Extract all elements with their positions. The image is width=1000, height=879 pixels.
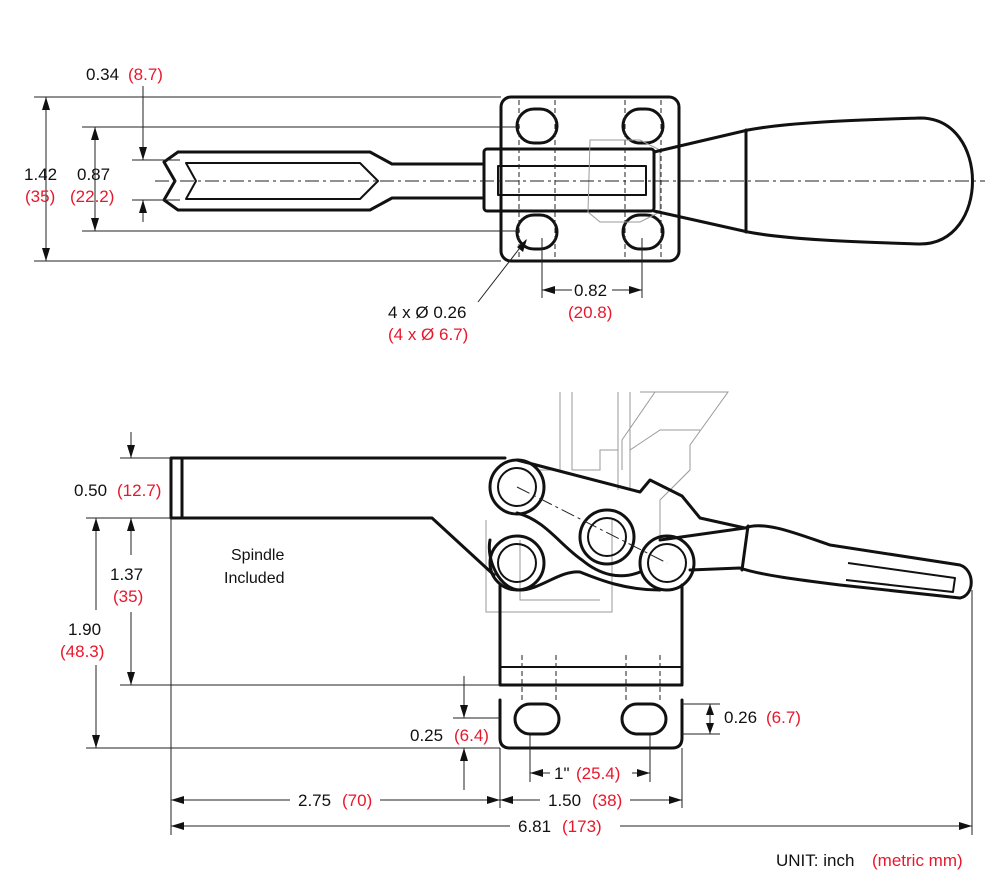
dim-hole-pitch-inch: 1" xyxy=(554,764,570,783)
handle-grip-line-side xyxy=(740,524,750,572)
clamp-arm xyxy=(169,456,507,577)
handle-top xyxy=(652,116,974,246)
pivot-bottom-right xyxy=(638,534,696,592)
side-view: 0.50 (12.7) 1.37 (35) 1.90 (48.3) Spindl… xyxy=(60,391,973,836)
dim-base-height-metric: (35) xyxy=(25,187,55,206)
base-foot xyxy=(498,698,684,750)
dim-base-length-inch: 1.50 xyxy=(548,791,581,810)
mount-hole-tr xyxy=(621,107,665,145)
dim-total-height-metric: (48.3) xyxy=(60,642,104,661)
dim-reach-metric: (70) xyxy=(342,791,372,810)
dim-spindle-height-inch: 1.37 xyxy=(110,565,143,584)
pivot-bottom-left-inner xyxy=(497,543,537,583)
dim-hole-spacing-metric: (20.8) xyxy=(568,303,612,322)
dim-overall-length-inch: 6.81 xyxy=(518,817,551,836)
dim-base-length-metric: (38) xyxy=(592,791,622,810)
dim-base-thickness-inch: 0.25 xyxy=(410,726,443,745)
mount-hole-tl xyxy=(515,107,559,145)
pivot-bottom-left xyxy=(488,534,546,592)
dim-slot-offset-metric: (8.7) xyxy=(128,65,163,84)
spindle-fork-inner xyxy=(185,162,379,200)
dim-slot-offset-inch: 0.34 xyxy=(86,65,119,84)
base-plate-top xyxy=(499,95,681,263)
pivot-middle xyxy=(578,508,636,566)
spindle-bar xyxy=(482,147,656,213)
base-slot-right xyxy=(620,702,668,736)
handle-side xyxy=(658,524,973,600)
mount-hole-br xyxy=(621,213,665,251)
ghost-open-position xyxy=(485,391,729,613)
dim-spindle-width-metric: (22.2) xyxy=(70,187,114,206)
base-slot-left xyxy=(513,702,561,736)
dim-total-height-inch: 1.90 xyxy=(68,620,101,639)
dim-spindle-height-metric: (35) xyxy=(113,587,143,606)
base-block xyxy=(498,583,684,687)
spindle-note-line2: Included xyxy=(224,570,285,587)
dim-bar-thickness-inch: 0.50 xyxy=(74,481,107,500)
dim-holes-metric: (4 x Ø 6.7) xyxy=(388,325,468,344)
dim-hole-spacing-inch: 0.82 xyxy=(574,281,607,300)
pivot-middle-inner xyxy=(587,517,627,557)
unit-note-metric: (metric mm) xyxy=(872,851,963,870)
dim-hole-pitch-metric: (25.4) xyxy=(576,764,620,783)
pivot-bottom-right-inner xyxy=(647,543,687,583)
linkage-body xyxy=(515,458,747,578)
mount-hole-bl xyxy=(515,213,559,251)
dim-slot-width-metric: (6.7) xyxy=(766,708,801,727)
dim-holes-inch: 4 x Ø 0.26 xyxy=(388,303,466,322)
dim-base-thickness-metric: (6.4) xyxy=(454,726,489,745)
dim-base-height-inch: 1.42 xyxy=(24,165,57,184)
spindle-note-line1: Spindle xyxy=(231,547,284,564)
pivot-top-inner xyxy=(497,467,537,507)
dim-overall-length-metric: (173) xyxy=(562,817,602,836)
unit-note-inch: UNIT: inch xyxy=(776,851,854,870)
pivot-top xyxy=(488,458,546,516)
dim-bar-thickness-metric: (12.7) xyxy=(117,481,161,500)
top-view: 0.34 (8.7) 1.42 (35) 0.87 (22.2) 0.82 (2… xyxy=(24,65,985,344)
dim-spindle-width-inch: 0.87 xyxy=(77,165,110,184)
dim-slot-width-inch: 0.26 xyxy=(724,708,757,727)
dim-reach-inch: 2.75 xyxy=(298,791,331,810)
